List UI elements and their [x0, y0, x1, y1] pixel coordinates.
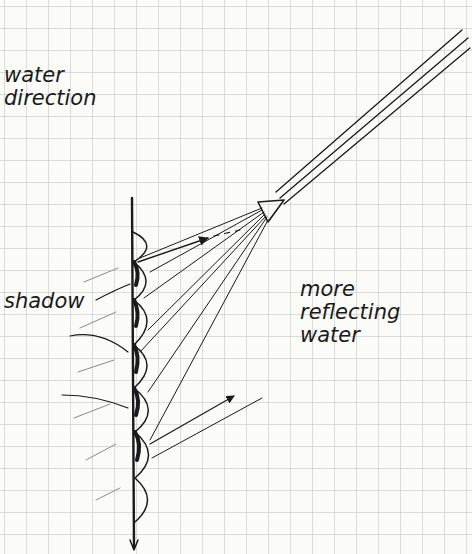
- wave-bumps: [133, 232, 149, 522]
- wall-end: [130, 540, 138, 550]
- reflected-ray: [152, 398, 262, 458]
- reflected-ray: [138, 238, 208, 262]
- shadow-zone: [134, 262, 139, 460]
- light-source: [258, 200, 284, 222]
- annotation-label: water direction: [4, 64, 116, 110]
- leader-line: [70, 335, 128, 352]
- reflected-ray-continuation: [214, 230, 240, 236]
- annotation-label: more reflecting water: [300, 278, 440, 347]
- light-beam: [276, 30, 470, 204]
- annotation-label: shadow: [4, 290, 104, 313]
- wall-surface: [132, 198, 134, 548]
- leader-line: [62, 395, 128, 408]
- leader-line: [96, 284, 130, 300]
